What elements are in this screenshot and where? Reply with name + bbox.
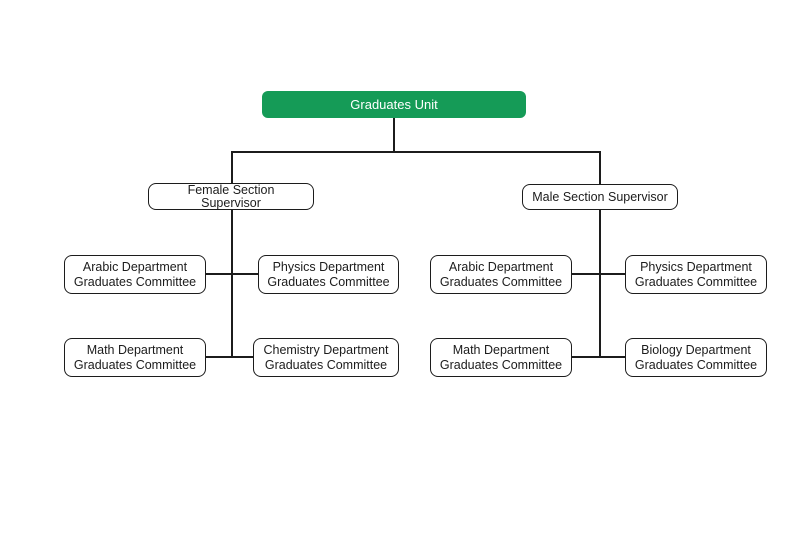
org-node-label-line: Physics Department bbox=[272, 259, 385, 274]
connector-left-row1 bbox=[205, 273, 259, 275]
org-node-male-section-supervisor: Male Section Supervisor bbox=[522, 184, 678, 210]
connector-left-drop bbox=[231, 151, 233, 184]
org-node-label-line: Graduates Committee bbox=[634, 357, 758, 372]
org-node-label-line: Female Section bbox=[187, 183, 275, 197]
org-node-label-line: Arabic Department bbox=[82, 259, 188, 274]
org-node-label-line: Graduates Committee bbox=[264, 357, 388, 372]
org-node-label-line: Graduates Committee bbox=[267, 274, 390, 289]
org-node-label-line: Male Section Supervisor bbox=[532, 189, 668, 204]
org-node-label-line: Biology Department bbox=[641, 342, 751, 357]
org-node-label-line: Graduates Committee bbox=[439, 357, 563, 372]
org-node-graduates-unit: Graduates Unit bbox=[262, 91, 526, 118]
org-node-label-line: Graduates Committee bbox=[634, 274, 758, 289]
org-node-right-biology-committee: Biology Department Graduates Committee bbox=[625, 338, 767, 377]
org-node-right-physics-committee: Physics Department Graduates Committee bbox=[625, 255, 767, 294]
org-node-label-line: Graduates Committee bbox=[439, 274, 563, 289]
org-node-label-line: Math Department bbox=[86, 342, 184, 357]
org-node-left-chemistry-committee: Chemistry Department Graduates Committee bbox=[253, 338, 399, 377]
org-node-label-line: Physics Department bbox=[640, 259, 752, 274]
org-node-label-line: Supervisor bbox=[201, 195, 261, 210]
org-node-right-arabic-committee: Arabic Department Graduates Committee bbox=[430, 255, 572, 294]
org-node-label-line: Graduates Committee bbox=[73, 357, 197, 372]
org-node-label: Graduates Unit bbox=[350, 96, 438, 112]
org-node-left-physics-committee: Physics Department Graduates Committee bbox=[258, 255, 399, 294]
connector-main-horizontal bbox=[231, 151, 601, 153]
connector-left-row2 bbox=[205, 356, 254, 358]
org-node-label-line: Arabic Department bbox=[448, 259, 554, 274]
connector-root-drop bbox=[393, 118, 395, 152]
connector-right-row1 bbox=[570, 273, 626, 275]
org-node-female-section-supervisor: Female Section Supervisor bbox=[148, 183, 314, 210]
org-node-left-math-committee: Math Department Graduates Committee bbox=[64, 338, 206, 377]
connector-right-drop bbox=[599, 151, 601, 185]
org-node-right-math-committee: Math Department Graduates Committee bbox=[430, 338, 572, 377]
connector-right-trunk bbox=[599, 209, 601, 358]
org-node-label-line: Chemistry Department bbox=[263, 342, 389, 357]
org-node-left-arabic-committee: Arabic Department Graduates Committee bbox=[64, 255, 206, 294]
org-node-label-line: Math Department bbox=[452, 342, 550, 357]
connector-right-row2 bbox=[570, 356, 626, 358]
org-node-label-line: Graduates Committee bbox=[73, 274, 197, 289]
connector-left-trunk bbox=[231, 209, 233, 358]
